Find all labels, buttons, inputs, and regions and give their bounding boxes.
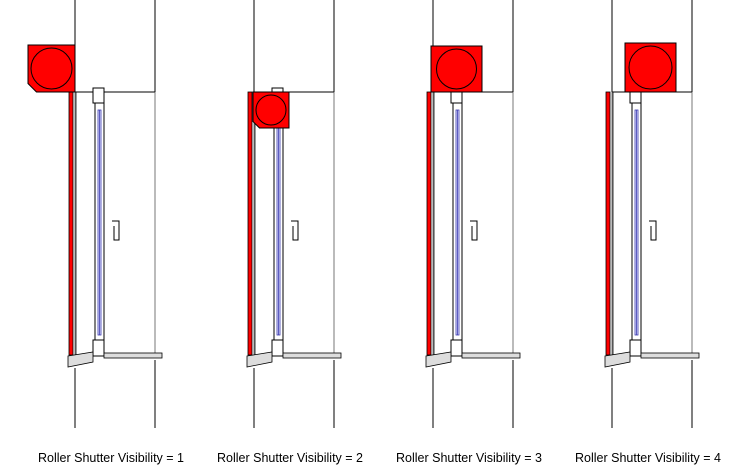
frame-sill [271,339,284,357]
shutter-box [624,42,677,93]
panel-visibility-3 [425,0,521,428]
shutter-curtain [426,91,432,356]
frame-sill [629,339,642,357]
frame-sill [92,339,105,357]
frame-head [92,87,105,104]
panel-visibility-4 [604,0,700,428]
shutter-roll [255,94,287,126]
panel-visibility-1 [27,0,163,428]
external-sill [604,351,631,368]
window-handle [291,220,299,241]
caption-visibility-4: Roller Shutter Visibility = 4 [574,451,721,465]
window-handle [649,220,657,241]
internal-sill [640,352,700,359]
panel-visibility-2 [246,0,342,428]
shutter-box [27,44,76,93]
shutter-roll [628,45,673,90]
window-handle [470,220,478,241]
shutter-curtain [605,91,611,356]
external-sill [246,351,273,368]
external-sill [67,351,94,368]
shutter-roll [30,47,73,90]
internal-sill [282,352,342,359]
caption-visibility-2: Roller Shutter Visibility = 2 [216,451,363,465]
shutter-box [252,91,290,129]
shutter-curtain [68,91,74,356]
shutter-roll [436,48,477,90]
caption-visibility-3: Roller Shutter Visibility = 3 [395,451,542,465]
frame-sill [450,339,463,357]
caption-visibility-1: Roller Shutter Visibility = 1 [37,451,184,465]
shutter-box [430,45,483,93]
external-sill [425,351,452,368]
window-handle [112,220,120,241]
internal-sill [103,352,163,359]
shutter-curtain [247,91,253,356]
internal-sill [461,352,521,359]
